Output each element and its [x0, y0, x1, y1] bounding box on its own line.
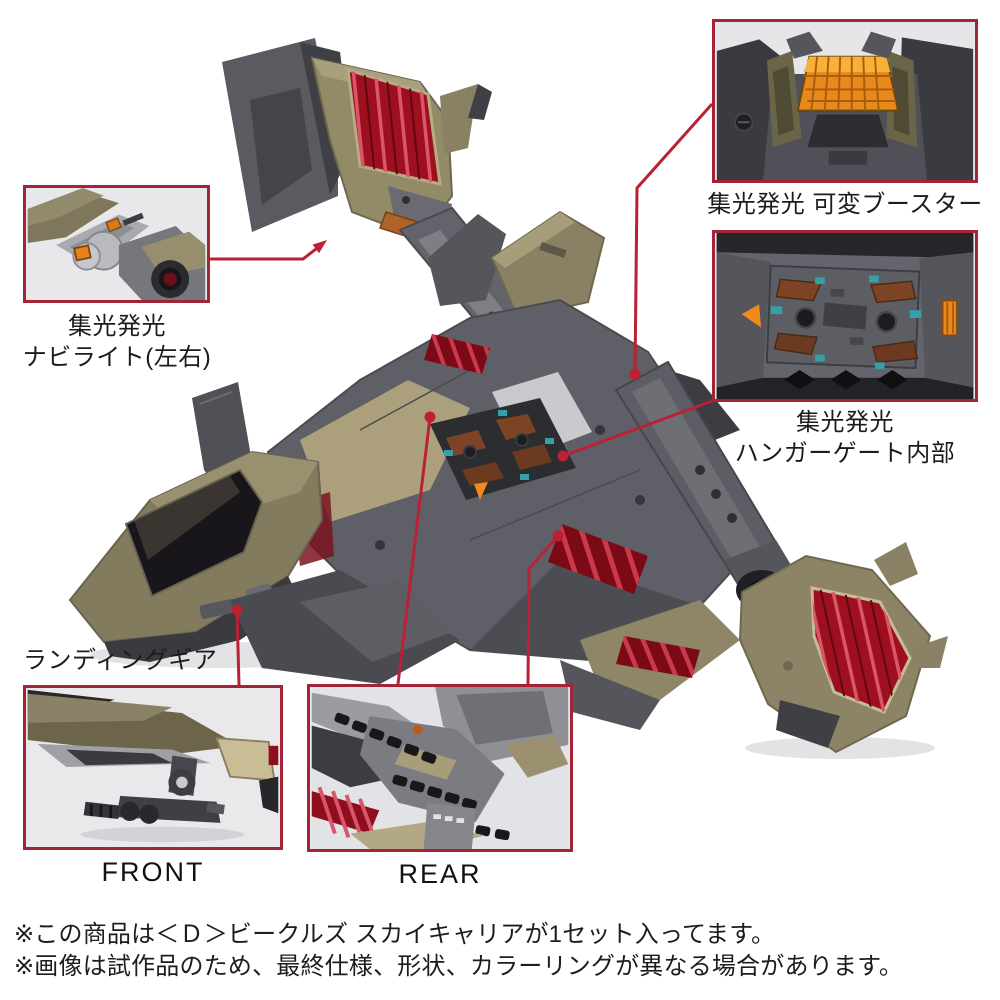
footnotes: ※この商品は＜Ｄ＞ビークルズ スカイキャリアが1セット入ってます。 ※画像は試作… [14, 919, 903, 983]
callout-line-navlight [210, 247, 317, 261]
navlight-label: 集光発光 ナビライト(左右) [6, 311, 228, 373]
callout-dot-rear-left [424, 411, 436, 423]
underside-wing-right [560, 600, 740, 730]
callout-line-rear-left [396, 416, 432, 685]
inset-photo-booster [712, 19, 978, 183]
booster-pod-topleft [222, 38, 492, 241]
hangar-label-line2: ハンガーゲート内部 [734, 440, 956, 467]
nose-section [68, 382, 324, 662]
booster-pod-bottomright [724, 540, 948, 754]
navlight-closeup [27, 188, 206, 300]
front-label: FRONT [101, 857, 205, 887]
callout-dot-rear-right [552, 530, 564, 542]
callout-line-front [235, 609, 241, 686]
booster-label: 集光発光 可変ブースター [707, 191, 983, 218]
callout-line-rear-right [526, 535, 560, 685]
booster-closeup [716, 22, 974, 180]
callout-dot-booster [629, 368, 641, 380]
hangar-bay-open [430, 398, 576, 500]
navlight-label-line2: ナビライト(左右) [22, 344, 212, 371]
tail-wings [428, 210, 606, 320]
hangar-closeup [716, 233, 974, 399]
front-gear-closeup [27, 688, 279, 847]
inset-photo-navlight [23, 185, 210, 303]
callout-dot-hangar [557, 450, 569, 462]
callout-line-hangar [562, 399, 713, 458]
navlight-label-line1: 集光発光 [68, 313, 166, 340]
callout-arrowhead-navlight [312, 240, 327, 254]
callout-line-booster [633, 103, 714, 375]
rear-label: REAR [398, 859, 482, 889]
callout-dot-front [231, 604, 243, 616]
hangar-label: 集光発光 ハンガーゲート内部 [702, 407, 988, 469]
inset-photo-front-gear [23, 685, 283, 850]
hangar-label-line1: 集光発光 [796, 409, 894, 436]
inset-photo-rear-gear [307, 684, 573, 852]
footnote-line2: ※画像は試作品のため、最終仕様、形状、カラーリングが異なる場合があります。 [14, 953, 904, 980]
inset-photo-hangar [712, 230, 978, 402]
rear-gear-closeup [311, 687, 569, 849]
landing-gear-label: ランディングギア [23, 647, 218, 674]
footnote-line1: ※この商品は＜Ｄ＞ビークルズ スカイキャリアが1セット入ってます。 [14, 921, 776, 948]
